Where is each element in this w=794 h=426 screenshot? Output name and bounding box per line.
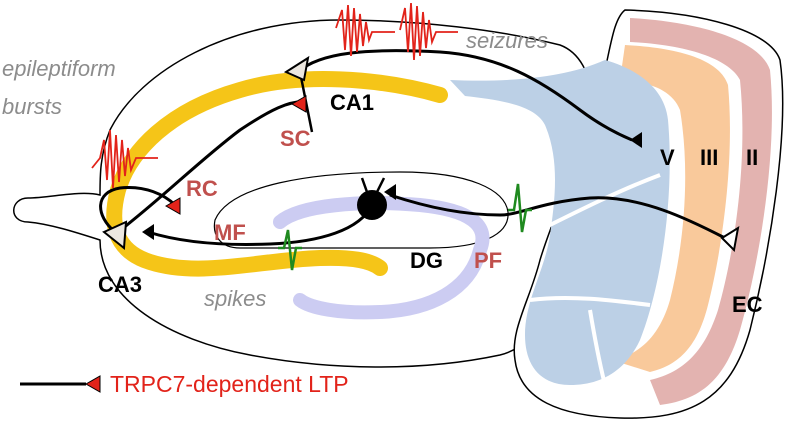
layer-iii-label: III: [700, 145, 718, 170]
ca1-label: CA1: [330, 90, 374, 115]
epileptiform-label: epileptiform: [2, 56, 116, 81]
spikes-label: spikes: [204, 286, 266, 311]
ca1-ec-projection: [296, 49, 633, 142]
spike-trace-pf: [508, 183, 532, 233]
legend-ltp-synapse: [84, 375, 101, 393]
dg-granule-cell: [357, 190, 387, 220]
ec-layer-ii-neuron: [720, 225, 740, 253]
layer-ii-label: II: [746, 145, 758, 170]
dg-label: DG: [410, 248, 443, 273]
synapse-ca3-mf: [142, 224, 154, 240]
synapse-ec-v: [630, 132, 642, 148]
granule-cell-dendrites: [360, 177, 386, 193]
schaffer-collateral-line: [117, 100, 307, 234]
pf-label: PF: [474, 248, 502, 273]
perforant-path-line: [389, 193, 726, 240]
seizure-trace-1: [335, 4, 395, 57]
mossy-fiber-line: [147, 204, 374, 246]
ltp-synapse-rc: [164, 197, 181, 215]
ltp-synapse-sc: [290, 95, 307, 113]
ca3-neuron: [102, 220, 128, 250]
ca-pyramidal-layer: [106, 71, 448, 277]
bursts-label: bursts: [2, 94, 62, 119]
mf-label: MF: [214, 220, 246, 245]
ca3-label: CA3: [98, 272, 142, 297]
legend-label: TRPC7-dependent LTP: [110, 371, 349, 397]
layer-v-label: V: [660, 145, 675, 170]
ec-layer-ii-band: [630, 18, 772, 405]
subiculum-band: [450, 60, 670, 385]
subiculum-divider: [529, 295, 651, 307]
rc-label: RC: [186, 176, 218, 201]
seizures-label: seizures: [466, 28, 548, 53]
ec-label: EC: [732, 292, 763, 317]
epileptiform-burst-trace: [91, 129, 158, 189]
sc-label: SC: [280, 126, 311, 151]
seizure-trace-2: [399, 2, 458, 61]
subiculum-divider: [539, 173, 661, 232]
ca1-neuron: [283, 55, 310, 82]
ec-layer-iii-band: [612, 45, 730, 372]
spike-trace-mf: [278, 229, 302, 271]
dg-layer: [273, 196, 490, 320]
synapse-dg-pf: [384, 184, 396, 200]
subiculum-divider: [588, 309, 607, 386]
